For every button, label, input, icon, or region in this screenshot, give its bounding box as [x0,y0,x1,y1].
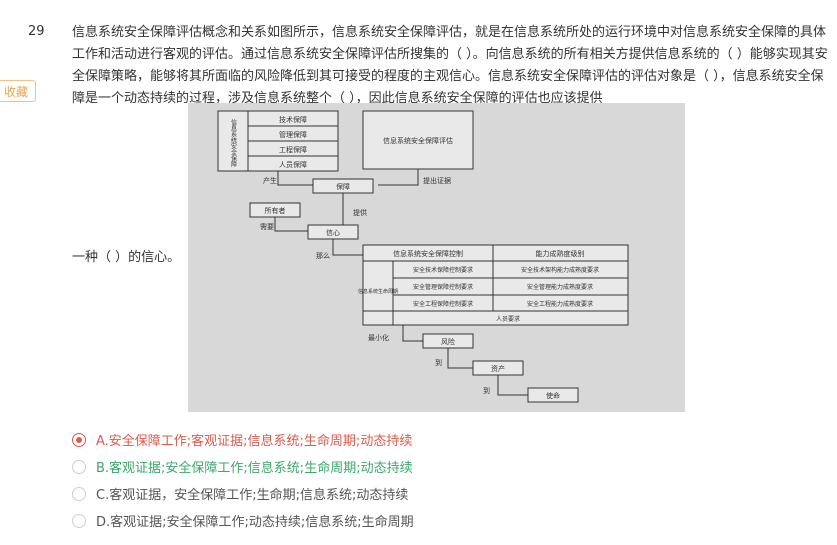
table-r2-left: 安全管理保障控制要求 [413,283,473,291]
diagram-table: 信息系统安全保障控制 能力成熟度级别 信息系统生命周期 安全技术保障控制要求 安… [358,244,629,326]
diagram-provide: 提供 [353,208,367,217]
option-a[interactable]: A.安全保障工作;客观证据;信息系统;生命周期;动态持续 [72,426,414,453]
radio-d[interactable] [72,513,86,528]
diagram-left-title: 信息系统安全保障 [230,118,237,168]
question-stem-tail: 一种（ ）的信心。 [72,250,181,265]
question-figure: 信息系统安全保障 技术保障 管理保障 工程保障 人员保障 信息系统安全保障评估 … [188,103,685,412]
option-d-text: D.客观证据;安全保障工作;动态持续;信息系统;生命周期 [96,515,414,530]
diagram-confidence: 信心 [326,228,340,237]
diagram-risk: 风险 [441,337,455,346]
option-b[interactable]: B.客观证据;安全保障工作;信息系统;生命周期;动态持续 [72,453,414,480]
options-list: A.安全保障工作;客观证据;信息系统;生命周期;动态持续 B.客观证据;安全保障… [72,426,414,534]
radio-b[interactable] [72,459,86,474]
option-d[interactable]: D.客观证据;安全保障工作;动态持续;信息系统;生命周期 [72,507,414,534]
diagram-eng: 工程保障 [279,145,307,154]
option-c-text: C.客观证据，安全保障工作;生命期;信息系统;动态持续 [96,488,409,503]
diagram-mgmt: 管理保障 [279,130,307,139]
table-r3-left: 安全工程保障控制要求 [413,300,473,308]
diagram-left-stack: 信息系统安全保障 技术保障 管理保障 工程保障 人员保障 [217,110,339,172]
diagram-guarantee: 保障 [336,182,350,191]
diagram-asset: 资产 [491,364,505,373]
diagram-tech: 技术保障 [279,115,307,124]
table-r1-left: 安全技术保障控制要求 [413,266,473,274]
table-r1-right: 安全技术架构能力成熟度要求 [521,266,599,274]
diagram-mission: 使命 [546,391,560,400]
diagram-owner: 所有者 [265,206,286,215]
option-c[interactable]: C.客观证据，安全保障工作;生命期;信息系统;动态持续 [72,480,414,507]
diagram-evidence: 提出证据 [423,176,451,185]
table-r2-right: 安全管理能力成熟度要求 [527,283,593,291]
table-r3-right: 安全工程能力成熟度要求 [527,300,593,308]
radio-a[interactable] [72,432,86,447]
option-b-text: B.客观证据;安全保障工作;信息系统;生命周期;动态持续 [96,461,413,476]
table-header-left: 信息系统安全保障控制 [393,249,463,258]
diagram-people: 人员保障 [279,160,307,169]
diagram-eval-box: 信息系统安全保障评估 [383,136,453,145]
table-last-row: 人员要求 [496,315,520,323]
diagram-minimize: 最小化 [368,333,389,342]
favorite-button[interactable]: 收藏 [0,80,36,102]
diagram-need: 需要 [260,223,274,231]
option-a-text: A.安全保障工作;客观证据;信息系统;生命周期;动态持续 [96,434,413,449]
question-number: 29 [28,24,45,39]
diagram-to1: 到 [435,359,442,367]
diagram-then: 那么 [316,252,330,260]
table-lifecycle: 信息系统生命周期 [358,288,398,295]
radio-c[interactable] [72,486,86,501]
diagram-produce: 产生 [263,176,277,185]
diagram-to2: 到 [483,387,490,395]
question-stem: 信息系统安全保障评估概念和关系如图所示，信息系统安全保障评估，就是在信息系统所处… [72,25,828,106]
table-header-right: 能力成熟度级别 [536,249,585,258]
